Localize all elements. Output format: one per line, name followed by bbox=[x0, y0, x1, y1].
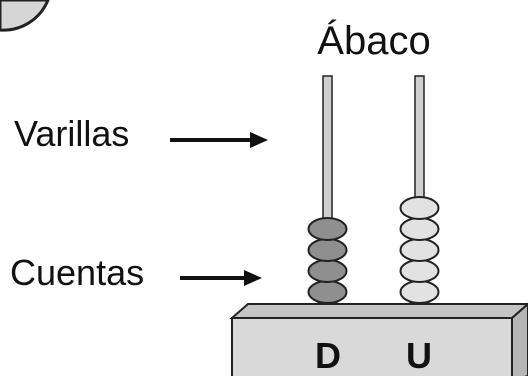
base-side-face bbox=[511, 302, 528, 376]
corner-decoration bbox=[0, 0, 50, 32]
column-label-u: U bbox=[406, 335, 432, 376]
bead-u-4 bbox=[399, 238, 440, 262]
label-cuentas: Cuentas bbox=[10, 252, 144, 293]
bead-d-5 bbox=[307, 217, 348, 241]
bead-u-5 bbox=[399, 217, 440, 241]
arrow-to-beads bbox=[180, 270, 262, 286]
label-varillas: Varillas bbox=[14, 113, 129, 154]
bead-d-2 bbox=[307, 280, 348, 304]
diagram-title: Ábaco bbox=[317, 18, 430, 63]
base-front-face bbox=[231, 317, 513, 376]
bead-u-2 bbox=[399, 280, 440, 304]
bead-u-3 bbox=[399, 259, 440, 283]
arrow-to-rod bbox=[170, 132, 268, 148]
abacus-base bbox=[229, 302, 528, 376]
base-top-face bbox=[229, 303, 528, 319]
column-label-d: D bbox=[315, 335, 341, 376]
bead-d-3 bbox=[307, 259, 348, 283]
beads bbox=[307, 196, 440, 325]
bead-u-6 bbox=[399, 196, 440, 220]
bead-d-4 bbox=[307, 238, 348, 262]
